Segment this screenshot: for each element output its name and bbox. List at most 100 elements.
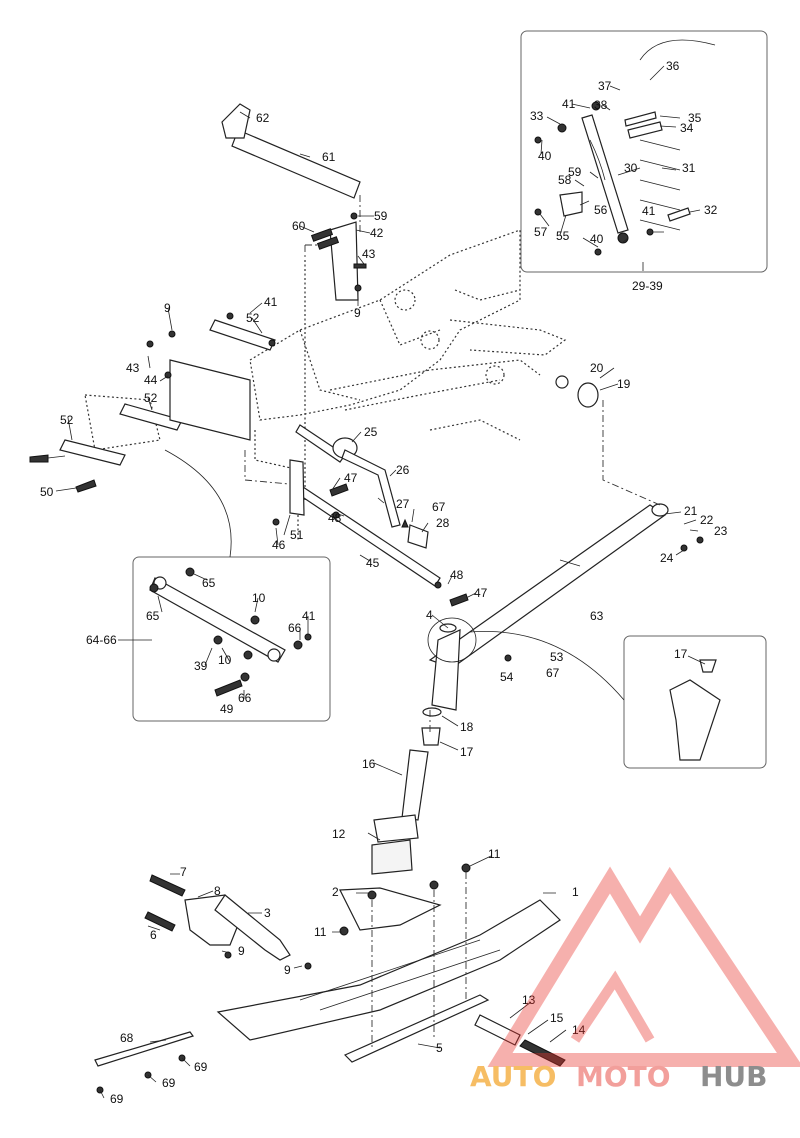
label-39: 39 [194, 659, 208, 673]
label-30: 30 [624, 161, 638, 175]
label-11b: 11 [314, 925, 327, 939]
label-61: 61 [322, 150, 336, 164]
label-26: 26 [396, 463, 410, 477]
label-4: 4 [426, 608, 433, 622]
label-28: 28 [436, 516, 450, 530]
label-23: 23 [714, 524, 728, 538]
label-35: 35 [688, 111, 702, 125]
label-33: 33 [530, 109, 544, 123]
label-1: 1 [572, 885, 579, 899]
label-67b: 67 [546, 666, 560, 680]
label-40a: 40 [538, 149, 552, 163]
label-27: 27 [396, 497, 410, 511]
label-64-66: 64-66 [86, 633, 117, 647]
watermark-auto: AUTO [470, 1060, 556, 1093]
label-25: 25 [364, 425, 378, 439]
label-69b: 69 [162, 1076, 176, 1090]
label-48b: 48 [450, 568, 464, 582]
label-24: 24 [660, 551, 674, 565]
label-12: 12 [332, 827, 346, 841]
label-15: 15 [550, 1011, 564, 1025]
label-6: 6 [150, 928, 157, 942]
label-17b: 17 [674, 647, 688, 661]
label-17a: 17 [460, 745, 474, 759]
callout-leaders [55, 65, 706, 1099]
label-68: 68 [120, 1031, 134, 1045]
label-43a: 43 [362, 247, 376, 261]
chassis-frame [84, 229, 567, 540]
inset-link [132, 556, 331, 722]
label-59a: 59 [568, 165, 582, 179]
trailing-arm [427, 375, 704, 711]
label-62: 62 [256, 111, 270, 125]
label-50: 50 [40, 485, 54, 499]
label-22: 22 [700, 513, 714, 527]
label-41d: 41 [302, 609, 316, 623]
label-59b: 59 [374, 209, 388, 223]
label-47b: 47 [474, 586, 488, 600]
label-52c: 52 [60, 413, 74, 427]
label-29-39: 29-39 [632, 279, 663, 293]
label-60: 60 [292, 219, 306, 233]
label-69c: 69 [194, 1060, 208, 1074]
label-66b: 66 [238, 691, 252, 705]
label-46: 46 [272, 538, 286, 552]
label-45: 45 [366, 556, 380, 570]
label-67a: 67 [432, 500, 446, 514]
label-13: 13 [522, 993, 536, 1007]
label-5: 5 [436, 1041, 443, 1055]
label-31: 31 [682, 161, 696, 175]
label-9b: 9 [284, 963, 291, 977]
label-10b: 10 [218, 653, 232, 667]
label-54: 54 [500, 670, 514, 684]
label-40b: 40 [590, 232, 604, 246]
label-41b: 41 [642, 204, 656, 218]
label-52b: 52 [144, 391, 158, 405]
label-63: 63 [590, 609, 604, 623]
label-52a: 52 [246, 311, 260, 325]
link-assembly [29, 312, 301, 526]
watermark-moto: MOTO [576, 1060, 671, 1093]
label-18: 18 [460, 720, 474, 734]
watermark-triangle [487, 866, 800, 1067]
label-44: 44 [144, 373, 158, 387]
label-16: 16 [362, 757, 376, 771]
label-41c: 41 [264, 295, 278, 309]
spindle [371, 707, 442, 875]
label-19: 19 [617, 377, 631, 391]
watermark-inner-mark [570, 970, 655, 1043]
label-32: 32 [704, 203, 718, 217]
label-9c: 9 [164, 301, 171, 315]
label-41a: 41 [562, 97, 576, 111]
ski [144, 863, 566, 1067]
label-11a: 11 [488, 847, 501, 861]
label-37: 37 [598, 79, 612, 93]
label-65b: 65 [146, 609, 160, 623]
automotohub-watermark: AUTO MOTO HUB [470, 866, 800, 1093]
label-55: 55 [556, 229, 570, 243]
upper-support [221, 103, 367, 301]
label-21: 21 [684, 504, 698, 518]
label-9d: 9 [354, 306, 361, 320]
label-7: 7 [180, 865, 187, 879]
label-53: 53 [550, 650, 564, 664]
label-47a: 47 [344, 471, 358, 485]
label-56: 56 [594, 203, 608, 217]
watermark-hub: HUB [700, 1060, 768, 1093]
wear-bar [94, 1031, 194, 1094]
label-49: 49 [220, 702, 234, 716]
inset-detail [623, 635, 767, 769]
label-38: 38 [594, 98, 608, 112]
steering-links [289, 424, 469, 607]
label-36: 36 [666, 59, 680, 73]
inset-link-connector [164, 449, 232, 558]
label-69a: 69 [110, 1092, 124, 1106]
label-8: 8 [214, 884, 221, 898]
label-34: 34 [680, 121, 694, 135]
label-14: 14 [572, 1023, 586, 1037]
label-65a: 65 [202, 576, 216, 590]
label-20: 20 [590, 361, 604, 375]
label-42: 42 [370, 226, 384, 240]
inset-shock [520, 30, 768, 273]
